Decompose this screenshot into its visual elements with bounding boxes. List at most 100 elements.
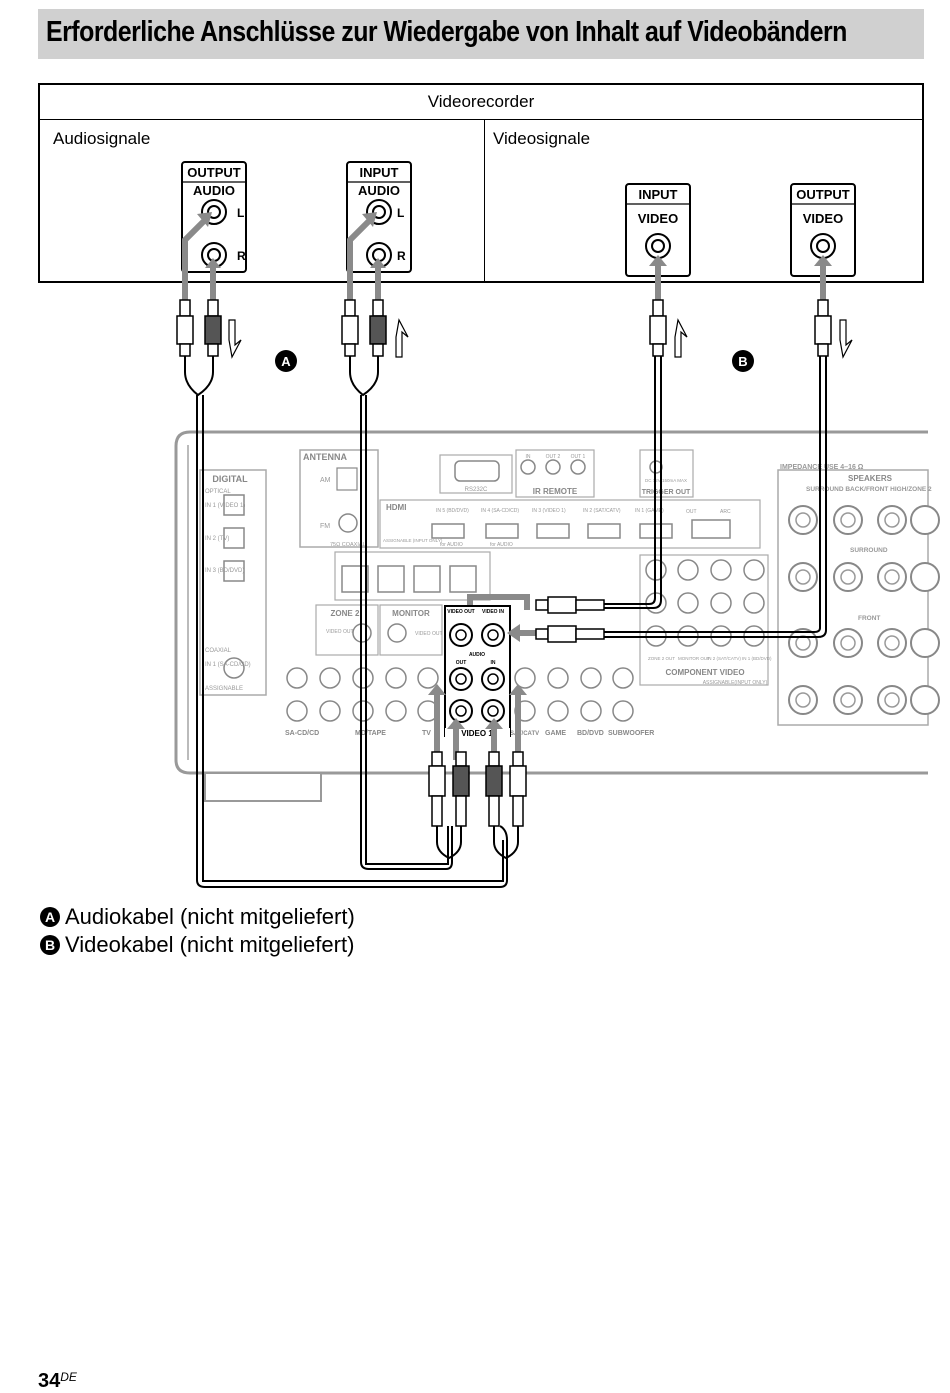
divider [484, 120, 485, 283]
svg-text:DC 12V 150mA MAX: DC 12V 150mA MAX [645, 478, 687, 483]
audio-label: AUDIO [193, 183, 235, 198]
vcr-audio-input-port: INPUT AUDIO L R [346, 161, 412, 273]
left-label: L [237, 206, 244, 220]
vcr-video-output-port: OUTPUT VIDEO [790, 183, 856, 277]
legend-item: A Audiokabel (nicht mitgeliefert) [40, 904, 355, 930]
svg-text:OUT: OUT [456, 660, 467, 666]
svg-text:GAME: GAME [545, 730, 566, 737]
svg-text:FM: FM [320, 523, 330, 530]
audio-label: AUDIO [358, 183, 400, 198]
video-label: VIDEO [803, 211, 843, 226]
svg-text:SURROUND BACK/FRONT HIGH/ZONE: SURROUND BACK/FRONT HIGH/ZONE 2 [806, 486, 932, 493]
svg-text:IR REMOTE: IR REMOTE [533, 487, 578, 496]
svg-text:AM: AM [320, 477, 331, 484]
video1-jack-block: VIDEO OUT VIDEO IN AUDIO OUT IN VIDEO 1 [444, 605, 511, 738]
page-number-value: 34 [38, 1370, 61, 1392]
svg-text:IN 3 (VIDEO 1): IN 3 (VIDEO 1) [532, 508, 566, 514]
svg-text:COMPONENT VIDEO: COMPONENT VIDEO [665, 668, 744, 677]
svg-text:IN 5 (BD/DVD): IN 5 (BD/DVD) [436, 508, 469, 514]
svg-text:IN 1 (SA-CD/CD): IN 1 (SA-CD/CD) [205, 662, 251, 668]
audio-cable [184, 356, 519, 888]
svg-text:SAT/CATV: SAT/CATV [510, 731, 539, 737]
svg-text:B: B [738, 354, 747, 369]
svg-text:ZONE 2: ZONE 2 [331, 609, 360, 618]
legend-badge: B [40, 935, 60, 955]
svg-text:IN 1 (BD/DVD): IN 1 (BD/DVD) [742, 656, 772, 661]
svg-text:A: A [281, 354, 291, 369]
right-label: R [397, 249, 406, 263]
page-number: 34DE [38, 1370, 77, 1393]
svg-text:VIDEO OUT: VIDEO OUT [447, 609, 475, 615]
svg-text:IN: IN [491, 660, 496, 666]
audio-signals-label: Audiosignale [53, 129, 151, 148]
rca-plug-icon [428, 751, 527, 827]
marker-a: A [275, 350, 297, 372]
svg-text:FRONT: FRONT [858, 615, 880, 622]
svg-text:ARC: ARC [720, 509, 731, 515]
svg-text:MONITOR OUT: MONITOR OUT [678, 656, 710, 661]
av-receiver-back-panel: DIGITAL OPTICAL IN 1 (VIDEO 1) IN 2 (TV)… [174, 430, 940, 802]
svg-text:IN 2 (SAT/CATV): IN 2 (SAT/CATV) [583, 508, 621, 514]
legend-badge: A [40, 907, 60, 927]
svg-text:ZONE 2 OUT: ZONE 2 OUT [648, 656, 675, 661]
arrowhead-icon [428, 624, 527, 729]
legend-item: B Videokabel (nicht mitgeliefert) [40, 932, 354, 958]
svg-text:HDMI: HDMI [386, 503, 406, 512]
svg-text:MONITOR: MONITOR [392, 609, 430, 618]
audio-output-label: OUTPUT [187, 165, 241, 180]
marker-b: B [732, 350, 754, 372]
page-number-suffix: DE [60, 1370, 77, 1384]
svg-text:SURROUND: SURROUND [850, 547, 888, 554]
svg-text:TRIGGER OUT: TRIGGER OUT [642, 489, 691, 496]
rca-plug-icon [535, 596, 605, 643]
svg-text:for AUDIO: for AUDIO [490, 542, 513, 548]
svg-text:SUBWOOFER: SUBWOOFER [608, 730, 654, 737]
svg-text:AUDIO: AUDIO [469, 652, 485, 658]
video-output-label: OUTPUT [796, 187, 850, 202]
svg-text:OUT 2: OUT 2 [546, 454, 561, 460]
video-signals-label: Videosignale [493, 129, 591, 148]
arrowhead-icon [197, 212, 832, 268]
svg-text:ASSIGNABLE: ASSIGNABLE [205, 686, 243, 692]
svg-text:ASSIGNABLE (INPUT ONLY): ASSIGNABLE (INPUT ONLY) [383, 538, 443, 543]
svg-text:DIGITAL: DIGITAL [212, 474, 248, 484]
svg-text:IN 1 (VIDEO 1): IN 1 (VIDEO 1) [205, 503, 245, 509]
svg-text:VIDEO 1: VIDEO 1 [461, 729, 493, 738]
svg-text:IN 3 (BD/DVD): IN 3 (BD/DVD) [205, 568, 244, 574]
svg-text:for AUDIO: for AUDIO [440, 542, 463, 548]
direction-arrow-icon [228, 318, 853, 359]
svg-text:SPEAKERS: SPEAKERS [848, 474, 893, 483]
title-bar: Erforderliche Anschlüsse zur Wiedergabe … [38, 9, 924, 59]
svg-text:OUT: OUT [686, 509, 697, 515]
signal-arrows [182, 217, 826, 300]
svg-text:VIDEO IN: VIDEO IN [482, 609, 504, 615]
right-label: R [237, 249, 246, 263]
svg-text:MD/TAPE: MD/TAPE [355, 730, 386, 737]
svg-text:IN 2 (SAT/CATV): IN 2 (SAT/CATV) [707, 656, 741, 661]
svg-text:VIDEO OUT: VIDEO OUT [415, 631, 443, 637]
svg-text:IN 2 (TV): IN 2 (TV) [205, 536, 229, 542]
left-label: L [397, 206, 404, 220]
video-label: VIDEO [638, 211, 678, 226]
page-title: Erforderliche Anschlüsse zur Wiedergabe … [46, 16, 847, 48]
svg-text:75Ω COAXIAL: 75Ω COAXIAL [330, 542, 366, 548]
videorecorder-box: Videorecorder Audiosignale Videosignale [38, 83, 924, 283]
vcr-audio-output-port: OUTPUT AUDIO L R [181, 161, 247, 273]
svg-text:BD/DVD: BD/DVD [577, 730, 604, 737]
svg-text:ASSIGNABLE(INPUT ONLY): ASSIGNABLE(INPUT ONLY) [703, 680, 768, 686]
svg-text:RS232C: RS232C [465, 487, 488, 493]
svg-text:VIDEO OUT: VIDEO OUT [326, 629, 354, 635]
svg-text:ANTENNA: ANTENNA [303, 452, 347, 462]
vcr-video-input-port: INPUT VIDEO [625, 183, 691, 277]
videorecorder-title: Videorecorder [427, 92, 535, 111]
video-input-label: INPUT [639, 187, 678, 202]
rca-plug-icon [176, 299, 832, 357]
svg-text:OPTICAL: OPTICAL [205, 489, 231, 495]
svg-text:OUT 1: OUT 1 [571, 454, 586, 460]
svg-text:SA-CD/CD: SA-CD/CD [285, 730, 319, 737]
audio-input-label: INPUT [360, 165, 399, 180]
legend-text: Videokabel (nicht mitgeliefert) [65, 932, 355, 957]
svg-text:COAXIAL: COAXIAL [205, 648, 232, 654]
video-cable [604, 356, 827, 638]
